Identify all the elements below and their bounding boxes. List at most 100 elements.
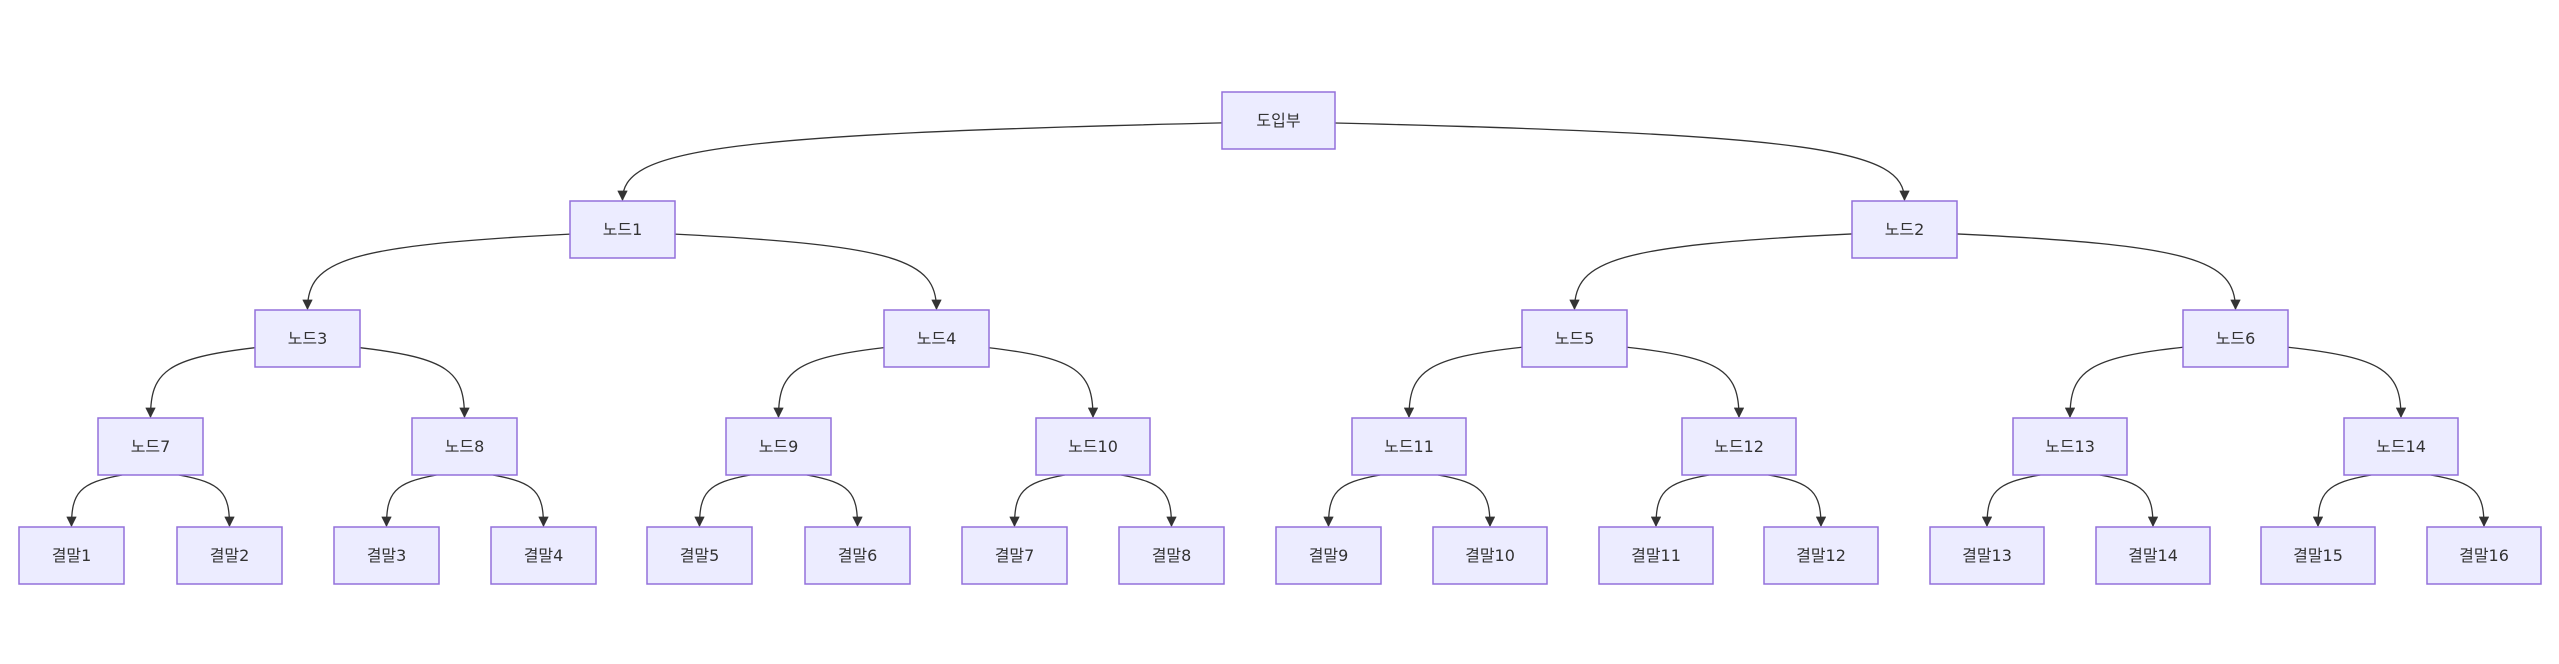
node-e5: 결말5 xyxy=(646,526,753,585)
node-box xyxy=(490,526,597,585)
node-label: 결말3 xyxy=(367,546,407,565)
node-box xyxy=(2012,417,2128,476)
edge-n7-e2 xyxy=(178,474,235,528)
node-label: 노드4 xyxy=(917,329,957,348)
node-label: 노드13 xyxy=(2045,437,2095,456)
edge-n13-e14 xyxy=(2099,474,2159,528)
node-e13: 결말13 xyxy=(1929,526,2045,585)
edge-n4-n10 xyxy=(988,347,1099,419)
node-label: 노드11 xyxy=(1384,437,1434,456)
edge-n11-e10 xyxy=(1437,474,1496,528)
node-n9: 노드9 xyxy=(725,417,832,476)
node-box xyxy=(569,200,676,259)
node-label: 결말11 xyxy=(1631,546,1681,565)
node-label: 노드7 xyxy=(131,437,171,456)
node-n2: 노드2 xyxy=(1851,200,1958,259)
node-box xyxy=(1851,200,1958,259)
node-label: 결말15 xyxy=(2293,546,2343,565)
node-label: 노드6 xyxy=(2216,329,2256,348)
node-e15: 결말15 xyxy=(2260,526,2376,585)
node-label: 노드1 xyxy=(603,220,643,239)
node-box xyxy=(333,526,440,585)
node-n3: 노드3 xyxy=(254,309,361,368)
node-label: 결말1 xyxy=(52,546,92,565)
node-n7: 노드7 xyxy=(97,417,204,476)
node-e9: 결말9 xyxy=(1275,526,1382,585)
node-e2: 결말2 xyxy=(176,526,283,585)
edge-n9-e5 xyxy=(694,474,751,528)
node-box xyxy=(176,526,283,585)
node-e14: 결말14 xyxy=(2095,526,2211,585)
edge-n2-n5 xyxy=(1569,233,1853,311)
node-box xyxy=(1598,526,1714,585)
node-label: 노드10 xyxy=(1068,437,1118,456)
node-label: 노드3 xyxy=(288,329,328,348)
node-label: 노드2 xyxy=(1885,220,1925,239)
node-box xyxy=(2260,526,2376,585)
node-n4: 노드4 xyxy=(883,309,990,368)
edge-n4-n9 xyxy=(773,346,885,419)
node-box xyxy=(1763,526,1879,585)
node-box xyxy=(1521,309,1628,368)
node-box xyxy=(2426,526,2542,585)
node-label: 노드12 xyxy=(1714,437,1764,456)
edge-n8-e3 xyxy=(381,474,437,528)
edge-n6-n13 xyxy=(2064,346,2184,419)
node-box xyxy=(1351,417,1467,476)
edge-n1-n4 xyxy=(674,233,942,311)
edge-root-n1 xyxy=(617,122,1223,202)
node-label: 결말5 xyxy=(680,546,720,565)
node-box xyxy=(883,309,990,368)
node-n13: 노드13 xyxy=(2012,417,2128,476)
node-n11: 노드11 xyxy=(1351,417,1467,476)
node-label: 노드5 xyxy=(1555,329,1595,348)
node-label: 노드8 xyxy=(445,437,485,456)
node-box xyxy=(1681,417,1797,476)
node-box xyxy=(804,526,911,585)
node-n1: 노드1 xyxy=(569,200,676,259)
node-n6: 노드6 xyxy=(2182,309,2289,368)
node-n14: 노드14 xyxy=(2343,417,2459,476)
node-label: 결말10 xyxy=(1465,546,1515,565)
edge-n5-n11 xyxy=(1403,346,1523,419)
edge-n6-n14 xyxy=(2287,346,2407,419)
edge-n3-n7 xyxy=(145,347,256,419)
edge-root-n2 xyxy=(1334,122,1910,202)
node-label: 결말8 xyxy=(1152,546,1192,565)
node-box xyxy=(1118,526,1225,585)
edge-n1-n3 xyxy=(302,233,571,311)
edge-n12-e12 xyxy=(1768,474,1827,528)
node-box xyxy=(2095,526,2211,585)
node-n10: 노드10 xyxy=(1035,417,1151,476)
node-e16: 결말16 xyxy=(2426,526,2542,585)
node-label: 결말12 xyxy=(1796,546,1846,565)
node-box xyxy=(1275,526,1382,585)
node-label: 결말7 xyxy=(995,546,1035,565)
edge-n9-e6 xyxy=(806,474,863,528)
node-box xyxy=(18,526,125,585)
node-e4: 결말4 xyxy=(490,526,597,585)
node-box xyxy=(1929,526,2045,585)
node-label: 결말2 xyxy=(210,546,250,565)
node-box xyxy=(961,526,1068,585)
node-n8: 노드8 xyxy=(411,417,518,476)
node-box xyxy=(97,417,204,476)
node-n5: 노드5 xyxy=(1521,309,1628,368)
node-e12: 결말12 xyxy=(1763,526,1879,585)
edge-n5-n12 xyxy=(1626,346,1745,419)
node-e11: 결말11 xyxy=(1598,526,1714,585)
edge-n10-e8 xyxy=(1121,474,1177,528)
edge-n14-e16 xyxy=(2430,474,2490,528)
node-label: 노드14 xyxy=(2376,437,2426,456)
node-box xyxy=(1035,417,1151,476)
node-label: 결말4 xyxy=(524,546,564,565)
node-n12: 노드12 xyxy=(1681,417,1797,476)
edge-n8-e4 xyxy=(492,474,549,528)
node-label: 결말9 xyxy=(1309,546,1349,565)
node-e6: 결말6 xyxy=(804,526,911,585)
node-label: 결말13 xyxy=(1962,546,2012,565)
node-label: 결말6 xyxy=(838,546,878,565)
edge-n7-e1 xyxy=(66,474,123,528)
edge-n12-e11 xyxy=(1650,474,1710,528)
